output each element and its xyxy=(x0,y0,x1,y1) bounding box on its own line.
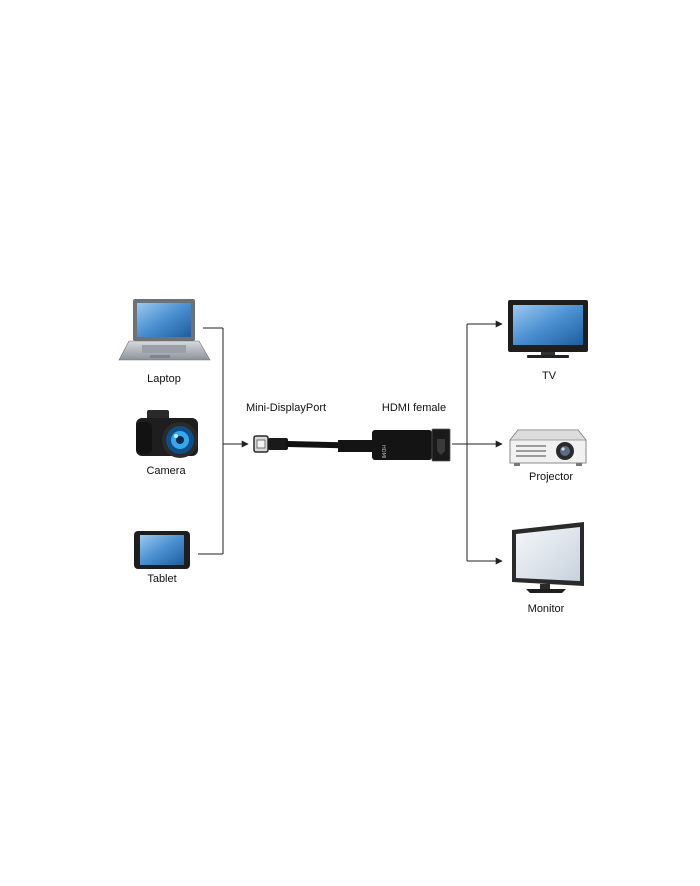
tablet-icon xyxy=(134,531,190,569)
output-label-monitor: Monitor xyxy=(527,603,565,615)
adapter-output-label: HDMI female xyxy=(381,402,447,414)
output-connector-lines xyxy=(452,320,503,565)
tv-icon xyxy=(508,300,588,358)
camera-icon xyxy=(136,410,198,458)
hdmi-body-text: HDMI xyxy=(380,445,386,458)
laptop-icon xyxy=(118,299,211,361)
output-label-tv: TV xyxy=(541,370,557,382)
source-label-tablet: Tablet xyxy=(147,573,177,585)
monitor-icon xyxy=(512,522,584,593)
hdmi-adapter-body xyxy=(372,430,432,460)
hdmi-adapter-icon: HDMI xyxy=(253,428,451,462)
output-label-projector: Projector xyxy=(528,471,574,483)
source-label-camera: Camera xyxy=(146,465,186,477)
source-label-laptop: Laptop xyxy=(147,373,181,385)
projector-icon xyxy=(509,429,587,466)
adapter-input-label: Mini-DisplayPort xyxy=(245,402,327,414)
source-connector-lines xyxy=(198,327,249,555)
